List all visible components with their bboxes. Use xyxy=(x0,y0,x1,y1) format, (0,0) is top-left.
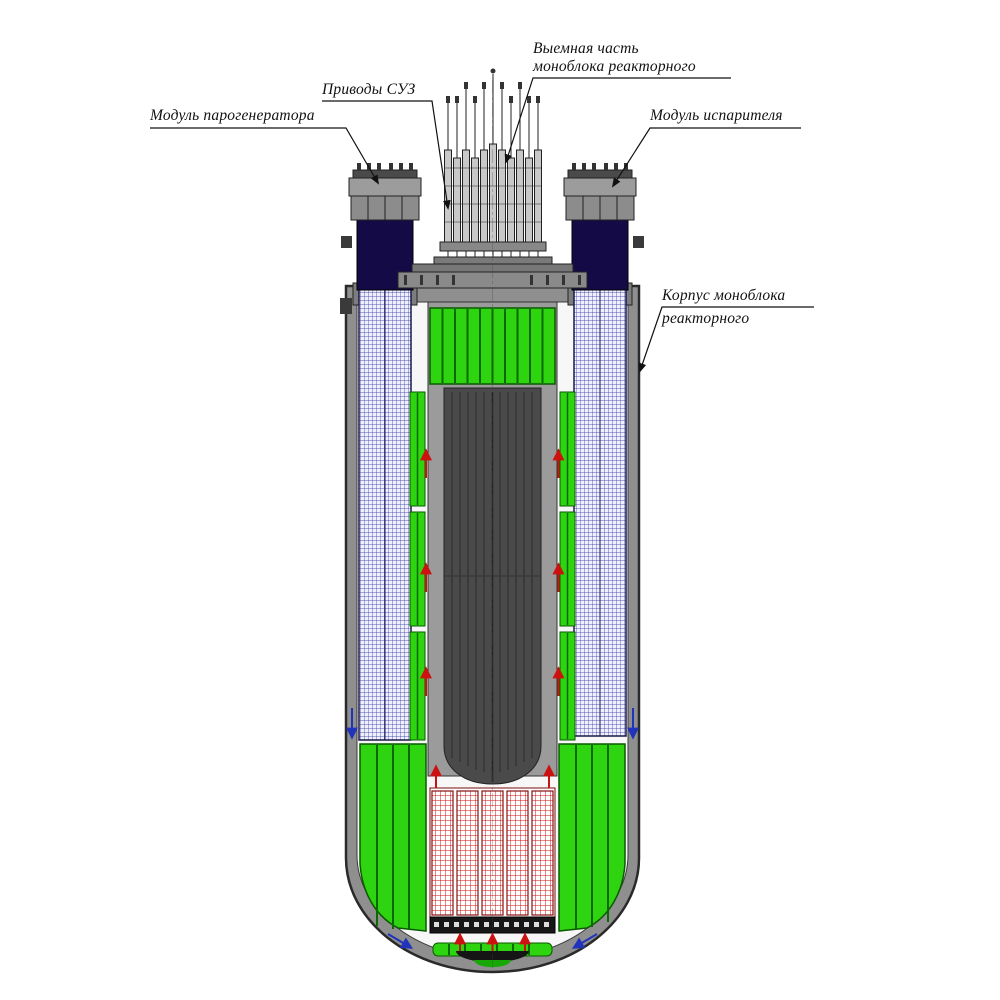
evap-side-nozzle xyxy=(633,236,644,248)
upper-green-block-tubes xyxy=(441,309,544,383)
sg-cover xyxy=(352,169,418,179)
leader-removable-part xyxy=(504,77,731,164)
reactor-core xyxy=(429,787,556,934)
bottom-panel-tubes xyxy=(376,745,609,930)
label-removable-part-line2: моноблока реакторного xyxy=(533,58,696,75)
fuel-cassettes xyxy=(431,790,554,916)
control-rod-channels xyxy=(451,392,533,772)
flow-arrows-up xyxy=(420,448,565,951)
label-steam-generator-module: Модуль парогенератора xyxy=(150,107,315,124)
leader-vessel xyxy=(638,306,814,373)
evap-top-flange xyxy=(563,177,637,197)
sg-top-flange xyxy=(348,177,422,197)
drive-base-plate xyxy=(439,241,547,252)
sg-bolts xyxy=(357,163,413,170)
evap-bolts xyxy=(572,163,628,170)
label-evaporator-module: Модуль испарителя xyxy=(650,107,783,124)
drive-caps xyxy=(446,82,540,103)
leader-steam-generator xyxy=(150,127,379,185)
sg-flange-lines xyxy=(367,196,403,220)
flow-arrows-down xyxy=(346,708,639,949)
cps-drive-mechanisms xyxy=(397,68,588,289)
evap-cover xyxy=(567,169,633,179)
evap-flange-lines xyxy=(582,196,618,220)
sg-side-nozzle xyxy=(341,236,352,248)
drive-tie-lines xyxy=(444,167,542,223)
leader-evaporator xyxy=(611,127,801,188)
label-cps-drives: Приводы СУЗ xyxy=(322,81,416,98)
leader-cps-drives xyxy=(322,100,451,210)
evaporator-module xyxy=(563,163,644,737)
inner-exchanger-strips xyxy=(409,391,576,741)
label-removable-part-line1: Выемная часть xyxy=(533,40,639,57)
label-monoblock-vessel-line2: реакторного xyxy=(662,310,750,327)
central-rod-eye xyxy=(490,68,496,74)
cover-bolts xyxy=(404,275,581,285)
label-monoblock-vessel-line1: Корпус моноблока xyxy=(662,287,786,304)
bottom-heat-exchanger-panels xyxy=(359,743,626,968)
grid-cells xyxy=(434,922,549,927)
leader-lines xyxy=(150,77,814,373)
drive-bodies xyxy=(444,143,542,243)
vessel-shoulder-nozzle xyxy=(340,298,352,314)
